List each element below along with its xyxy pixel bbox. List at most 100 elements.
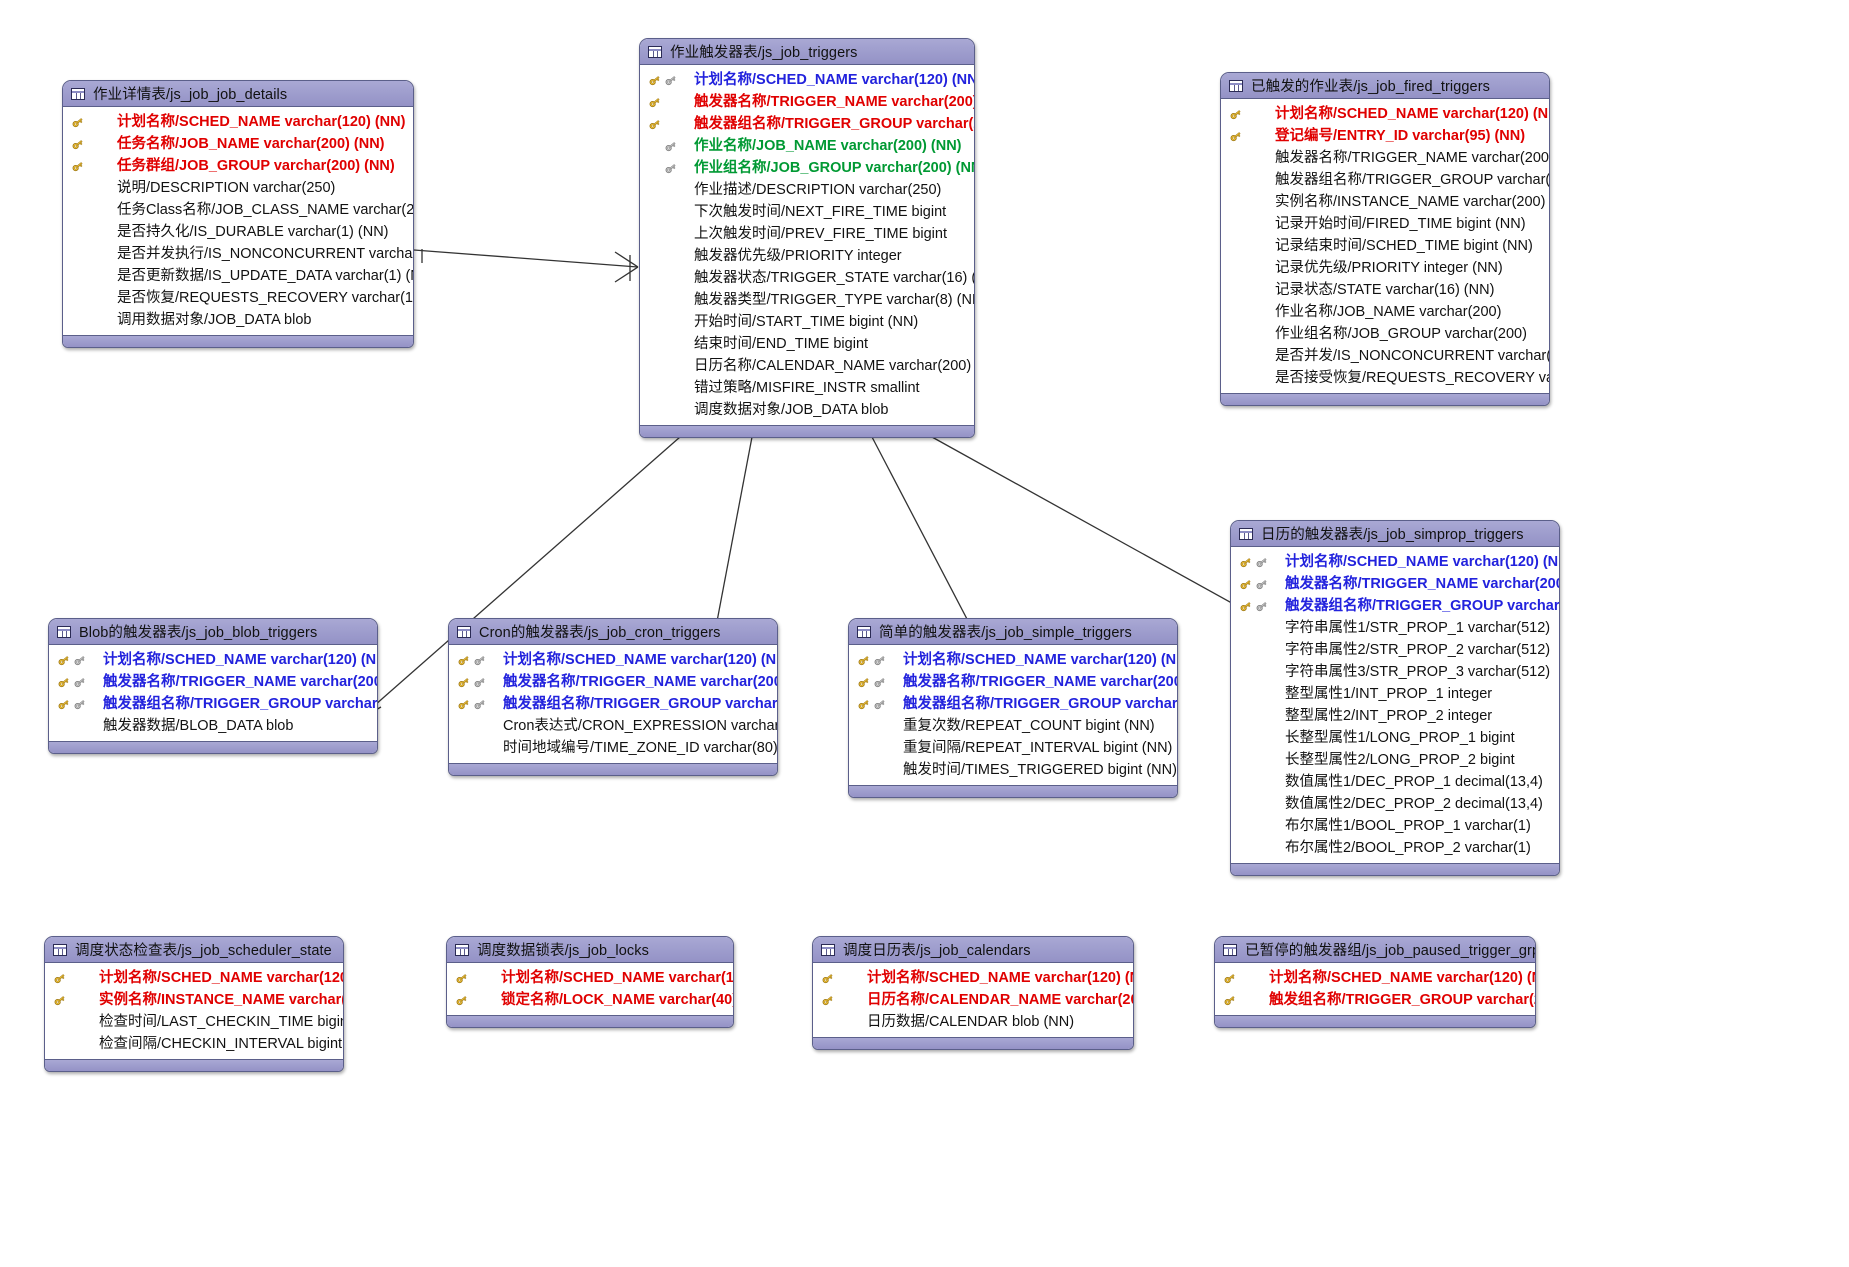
field-row[interactable]: 触发器组名称/TRIGGER_GROUP varchar(200) (NN) (449, 693, 777, 715)
field-row[interactable]: 检查时间/LAST_CHECKIN_TIME bigint (NN) (45, 1011, 343, 1033)
field-row[interactable]: 是否并发/IS_NONCONCURRENT varchar(1) (1221, 345, 1549, 367)
field-row[interactable]: 触发器名称/TRIGGER_NAME varchar(200) (NN) (1231, 573, 1559, 595)
field-row[interactable]: 任务群组/JOB_GROUP varchar(200) (NN) (63, 155, 413, 177)
field-row[interactable]: 调度数据对象/JOB_DATA blob (640, 399, 974, 421)
field-row[interactable]: 触发器组名称/TRIGGER_GROUP varchar(200) (NN) (1231, 595, 1559, 617)
field-row[interactable]: 调用数据对象/JOB_DATA blob (63, 309, 413, 331)
field-row[interactable]: 计划名称/SCHED_NAME varchar(120) (NN) (849, 649, 1177, 671)
entity-header-simple_triggers[interactable]: 简单的触发器表/js_job_simple_triggers (849, 619, 1177, 645)
entity-header-job_triggers[interactable]: 作业触发器表/js_job_triggers (640, 39, 974, 65)
entity-simprop_triggers[interactable]: 日历的触发器表/js_job_simprop_triggers 计划名称/SCH… (1230, 520, 1560, 876)
field-row[interactable]: 触发器名称/TRIGGER_NAME varchar(200) (NN) (849, 671, 1177, 693)
field-row[interactable]: 作业名称/JOB_NAME varchar(200) (NN) (640, 135, 974, 157)
field-row[interactable]: 触发器状态/TRIGGER_STATE varchar(16) (NN) (640, 267, 974, 289)
field-row[interactable]: 数值属性1/DEC_PROP_1 decimal(13,4) (1231, 771, 1559, 793)
field-row[interactable]: 是否恢复/REQUESTS_RECOVERY varchar(1) (NN) (63, 287, 413, 309)
field-row[interactable]: 作业名称/JOB_NAME varchar(200) (1221, 301, 1549, 323)
field-row[interactable]: 触发器类型/TRIGGER_TYPE varchar(8) (NN) (640, 289, 974, 311)
field-row[interactable]: 重复间隔/REPEAT_INTERVAL bigint (NN) (849, 737, 1177, 759)
field-row[interactable]: 实例名称/INSTANCE_NAME varchar(200) (NN) (1221, 191, 1549, 213)
field-row[interactable]: 锁定名称/LOCK_NAME varchar(40) (NN) (447, 989, 733, 1011)
entity-fired_triggers[interactable]: 已触发的作业表/js_job_fired_triggers 计划名称/SCHED… (1220, 72, 1550, 406)
field-row[interactable]: 登记编号/ENTRY_ID varchar(95) (NN) (1221, 125, 1549, 147)
field-row[interactable]: 计划名称/SCHED_NAME varchar(120) (NN) (1231, 551, 1559, 573)
field-row[interactable]: 计划名称/SCHED_NAME varchar(120) (NN) (449, 649, 777, 671)
entity-header-job_details[interactable]: 作业详情表/js_job_job_details (63, 81, 413, 107)
field-row[interactable]: 计划名称/SCHED_NAME varchar(120) (NN) (1221, 103, 1549, 125)
entity-header-blob_triggers[interactable]: Blob的触发器表/js_job_blob_triggers (49, 619, 377, 645)
field-row[interactable]: 结束时间/END_TIME bigint (640, 333, 974, 355)
field-row[interactable]: 作业描述/DESCRIPTION varchar(250) (640, 179, 974, 201)
field-row[interactable]: 实例名称/INSTANCE_NAME varchar(200) (NN) (45, 989, 343, 1011)
field-row[interactable]: 作业组名称/JOB_GROUP varchar(200) (NN) (640, 157, 974, 179)
field-row[interactable]: 整型属性2/INT_PROP_2 integer (1231, 705, 1559, 727)
entity-header-locks[interactable]: 调度数据锁表/js_job_locks (447, 937, 733, 963)
field-row[interactable]: 长整型属性1/LONG_PROP_1 bigint (1231, 727, 1559, 749)
field-row[interactable]: 任务Class名称/JOB_CLASS_NAME varchar(250) (N… (63, 199, 413, 221)
field-row[interactable]: 是否更新数据/IS_UPDATE_DATA varchar(1) (NN) (63, 265, 413, 287)
field-row[interactable]: 触发时间/TIMES_TRIGGERED bigint (NN) (849, 759, 1177, 781)
field-row[interactable]: 长整型属性2/LONG_PROP_2 bigint (1231, 749, 1559, 771)
entity-job_triggers[interactable]: 作业触发器表/js_job_triggers 计划名称/SCHED_NAME v… (639, 38, 975, 438)
field-row[interactable]: 是否持久化/IS_DURABLE varchar(1) (NN) (63, 221, 413, 243)
field-row[interactable]: 下次触发时间/NEXT_FIRE_TIME bigint (640, 201, 974, 223)
field-row[interactable]: 是否接受恢复/REQUESTS_RECOVERY varchar(1) (1221, 367, 1549, 389)
field-row[interactable]: 触发器组名称/TRIGGER_GROUP varchar(200) (NN) (49, 693, 377, 715)
field-row[interactable]: 日历名称/CALENDAR_NAME varchar(200) (NN) (813, 989, 1133, 1011)
field-row[interactable]: 任务名称/JOB_NAME varchar(200) (NN) (63, 133, 413, 155)
field-row[interactable]: 日历数据/CALENDAR blob (NN) (813, 1011, 1133, 1033)
field-row[interactable]: 布尔属性1/BOOL_PROP_1 varchar(1) (1231, 815, 1559, 837)
field-row[interactable]: 布尔属性2/BOOL_PROP_2 varchar(1) (1231, 837, 1559, 859)
field-row[interactable]: 计划名称/SCHED_NAME varchar(120) (NN) (447, 967, 733, 989)
entity-locks[interactable]: 调度数据锁表/js_job_locks 计划名称/SCHED_NAME varc… (446, 936, 734, 1028)
entity-scheduler_state[interactable]: 调度状态检查表/js_job_scheduler_state 计划名称/SCHE… (44, 936, 344, 1072)
field-row[interactable]: 计划名称/SCHED_NAME varchar(120) (NN) (63, 111, 413, 133)
field-row[interactable]: 计划名称/SCHED_NAME varchar(120) (NN) (813, 967, 1133, 989)
field-row[interactable]: 触发器组名称/TRIGGER_GROUP varchar(200) (NN) (640, 113, 974, 135)
field-row[interactable]: 触发器名称/TRIGGER_NAME varchar(200) (NN) (1221, 147, 1549, 169)
field-row[interactable]: 时间地域编号/TIME_ZONE_ID varchar(80) (449, 737, 777, 759)
field-row[interactable]: 记录优先级/PRIORITY integer (NN) (1221, 257, 1549, 279)
field-row[interactable]: 触发器组名称/TRIGGER_GROUP varchar(200) (NN) (849, 693, 1177, 715)
field-row[interactable]: 触发器名称/TRIGGER_NAME varchar(200) (NN) (640, 91, 974, 113)
field-row[interactable]: 字符串属性1/STR_PROP_1 varchar(512) (1231, 617, 1559, 639)
field-row[interactable]: 触发器名称/TRIGGER_NAME varchar(200) (NN) (49, 671, 377, 693)
entity-paused_trigger_grps[interactable]: 已暂停的触发器组/js_job_paused_trigger_grps 计划名称… (1214, 936, 1536, 1028)
field-row[interactable]: 开始时间/START_TIME bigint (NN) (640, 311, 974, 333)
field-row[interactable]: 字符串属性2/STR_PROP_2 varchar(512) (1231, 639, 1559, 661)
field-row[interactable]: 触发器优先级/PRIORITY integer (640, 245, 974, 267)
field-row[interactable]: 触发组名称/TRIGGER_GROUP varchar(200) (NN) (1215, 989, 1535, 1011)
field-row[interactable]: 日历名称/CALENDAR_NAME varchar(200) (640, 355, 974, 377)
field-row[interactable]: 触发器数据/BLOB_DATA blob (49, 715, 377, 737)
field-row[interactable]: 计划名称/SCHED_NAME varchar(120) (NN) (45, 967, 343, 989)
entity-header-calendars[interactable]: 调度日历表/js_job_calendars (813, 937, 1133, 963)
field-row[interactable]: 是否并发执行/IS_NONCONCURRENT varchar(1) (NN) (63, 243, 413, 265)
entity-header-cron_triggers[interactable]: Cron的触发器表/js_job_cron_triggers (449, 619, 777, 645)
field-row[interactable]: 计划名称/SCHED_NAME varchar(120) (NN) (640, 69, 974, 91)
field-row[interactable]: 触发器名称/TRIGGER_NAME varchar(200) (NN) (449, 671, 777, 693)
field-row[interactable]: 记录状态/STATE varchar(16) (NN) (1221, 279, 1549, 301)
field-row[interactable]: 记录开始时间/FIRED_TIME bigint (NN) (1221, 213, 1549, 235)
entity-cron_triggers[interactable]: Cron的触发器表/js_job_cron_triggers 计划名称/SCHE… (448, 618, 778, 776)
field-row[interactable]: 重复次数/REPEAT_COUNT bigint (NN) (849, 715, 1177, 737)
field-row[interactable]: 错过策略/MISFIRE_INSTR smallint (640, 377, 974, 399)
field-row[interactable]: Cron表达式/CRON_EXPRESSION varchar(120) (NN… (449, 715, 777, 737)
field-row[interactable]: 上次触发时间/PREV_FIRE_TIME bigint (640, 223, 974, 245)
field-row[interactable]: 字符串属性3/STR_PROP_3 varchar(512) (1231, 661, 1559, 683)
entity-header-fired_triggers[interactable]: 已触发的作业表/js_job_fired_triggers (1221, 73, 1549, 99)
entity-simple_triggers[interactable]: 简单的触发器表/js_job_simple_triggers 计划名称/SCHE… (848, 618, 1178, 798)
field-row[interactable]: 作业组名称/JOB_GROUP varchar(200) (1221, 323, 1549, 345)
entity-header-paused_trigger_grps[interactable]: 已暂停的触发器组/js_job_paused_trigger_grps (1215, 937, 1535, 963)
field-row[interactable]: 计划名称/SCHED_NAME varchar(120) (NN) (1215, 967, 1535, 989)
field-row[interactable]: 检查间隔/CHECKIN_INTERVAL bigint (NN) (45, 1033, 343, 1055)
field-row[interactable]: 记录结束时间/SCHED_TIME bigint (NN) (1221, 235, 1549, 257)
field-row[interactable]: 计划名称/SCHED_NAME varchar(120) (NN) (49, 649, 377, 671)
entity-header-scheduler_state[interactable]: 调度状态检查表/js_job_scheduler_state (45, 937, 343, 963)
entity-header-simprop_triggers[interactable]: 日历的触发器表/js_job_simprop_triggers (1231, 521, 1559, 547)
field-row[interactable]: 数值属性2/DEC_PROP_2 decimal(13,4) (1231, 793, 1559, 815)
entity-blob_triggers[interactable]: Blob的触发器表/js_job_blob_triggers 计划名称/SCHE… (48, 618, 378, 754)
entity-job_details[interactable]: 作业详情表/js_job_job_details 计划名称/SCHED_NAME… (62, 80, 414, 348)
field-row[interactable]: 整型属性1/INT_PROP_1 integer (1231, 683, 1559, 705)
field-row[interactable]: 触发器组名称/TRIGGER_GROUP varchar(200) (NN) (1221, 169, 1549, 191)
entity-calendars[interactable]: 调度日历表/js_job_calendars 计划名称/SCHED_NAME v… (812, 936, 1134, 1050)
